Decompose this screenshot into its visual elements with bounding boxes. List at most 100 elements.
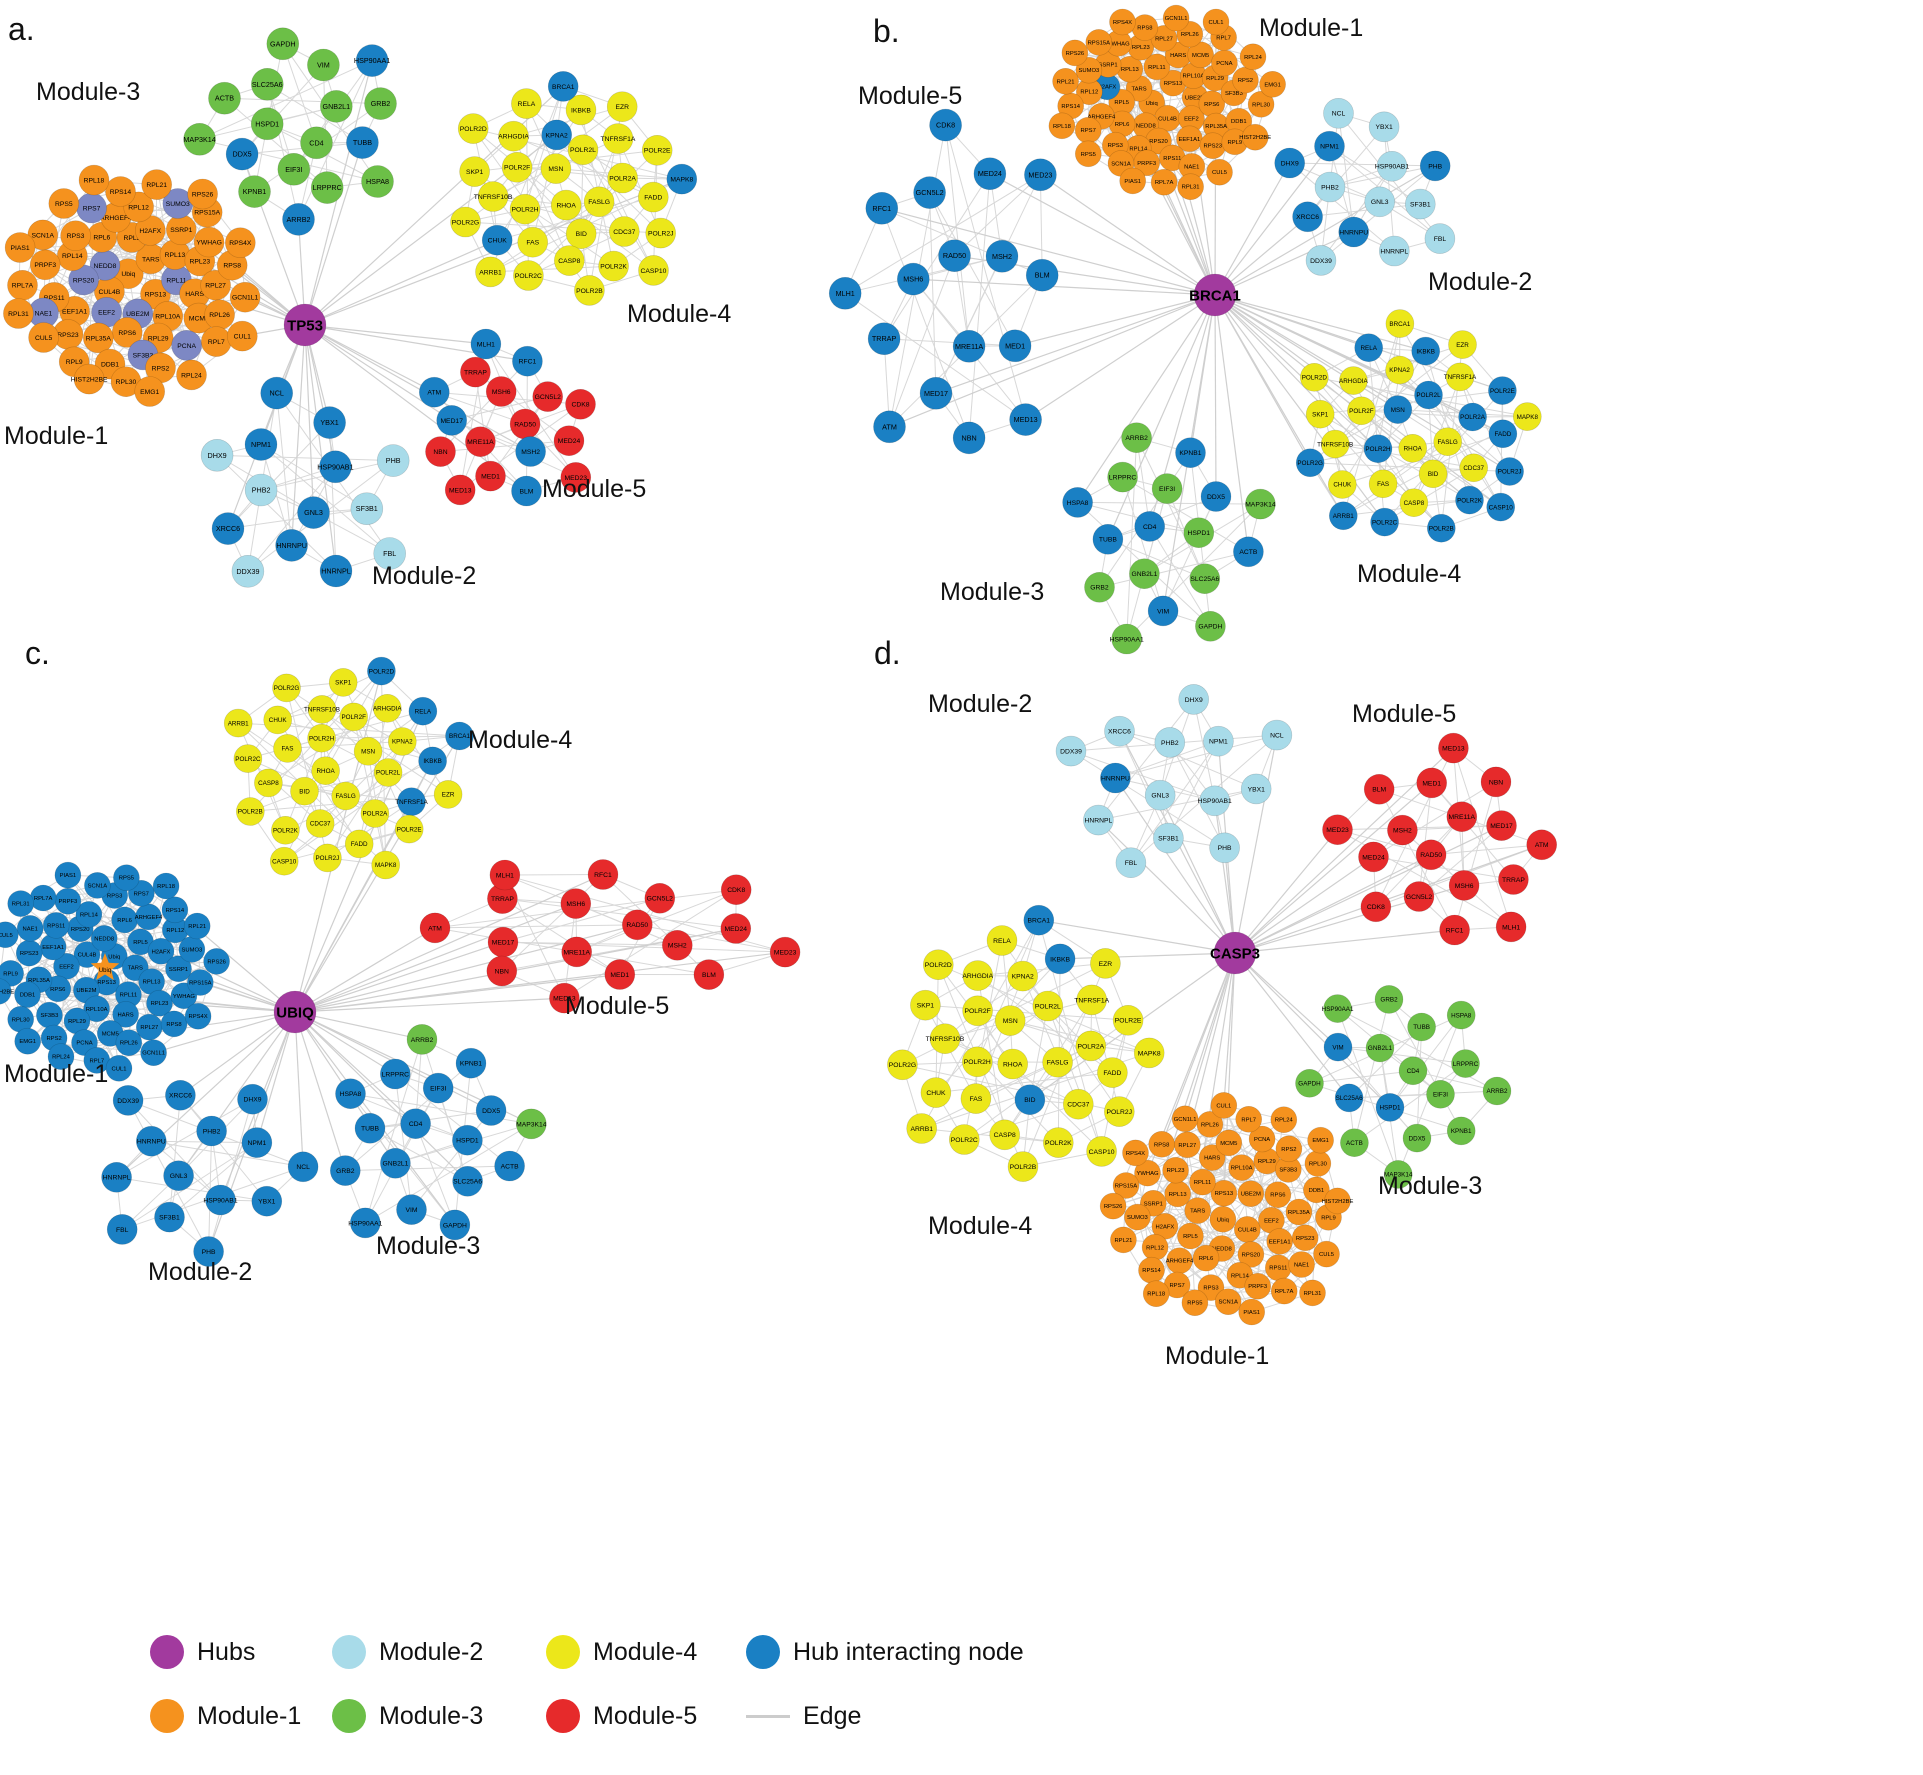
node-SF3B1[interactable]: SF3B1 [1153,822,1184,854]
node-ARRB2[interactable]: ARRB2 [1121,422,1152,454]
node-IKBKB[interactable]: IKBKB [1044,943,1076,975]
node-circle-CUL1[interactable] [227,320,258,352]
node-DHX9[interactable]: DHX9 [1178,684,1209,715]
node-circle-RFC1[interactable] [1439,914,1470,946]
node-CASP10[interactable]: CASP10 [1086,1136,1117,1167]
node-circle-RPL24[interactable] [1270,1106,1298,1133]
node-circle-ATM[interactable] [419,912,451,944]
node-PHB2[interactable]: PHB2 [1154,727,1186,758]
node-circle-BLM[interactable] [511,475,542,507]
node-circle-CHUK[interactable] [263,705,293,735]
node-RPL13[interactable]: RPL13 [1164,1180,1191,1208]
node-HSPA8[interactable]: HSPA8 [1446,1000,1476,1030]
node-RPS4X[interactable]: RPS4X [225,227,256,258]
node-MSH6[interactable]: MSH6 [560,888,592,919]
node-EMG1[interactable]: EMG1 [14,1027,42,1055]
node-circle-EZR[interactable] [606,91,638,122]
node-circle-MED1[interactable] [1416,767,1447,799]
node-circle-GAPDH[interactable] [266,27,300,61]
node-circle-MCM5[interactable] [1187,41,1214,69]
node-CDC37[interactable]: CDC37 [608,216,640,247]
node-BID[interactable]: BID [1014,1084,1046,1115]
node-HSPD1[interactable]: HSPD1 [452,1124,483,1156]
node-circle-RPS14[interactable] [1138,1256,1165,1284]
node-RPS3[interactable]: RPS3 [60,220,91,251]
node-circle-TNFRSF10B[interactable] [929,1023,961,1054]
node-SLC25A6[interactable]: SLC25A6 [1334,1083,1364,1113]
node-RPS6[interactable]: RPS6 [1264,1181,1292,1208]
node-GRB2[interactable]: GRB2 [1084,571,1115,603]
node-circle-GNB2L1[interactable] [1129,558,1160,590]
node-RELA[interactable]: RELA [408,696,438,726]
node-NAE1[interactable]: NAE1 [16,915,44,942]
node-circle-RPS4X[interactable] [1122,1139,1149,1167]
node-circle-POLR2A[interactable] [1075,1030,1107,1062]
node-MSN[interactable]: MSN [540,153,572,184]
node-circle-CUL4B[interactable] [1234,1216,1261,1243]
node-MSH6[interactable]: MSH6 [896,262,930,296]
node-MLH1[interactable]: MLH1 [470,328,502,360]
node-ARRB2[interactable]: ARRB2 [1482,1076,1512,1106]
node-MED24[interactable]: MED24 [553,425,585,457]
node-circle-POLR2D[interactable] [1300,362,1329,392]
node-CUL4B[interactable]: CUL4B [1234,1216,1261,1243]
node-circle-POLR2H[interactable] [509,193,541,225]
node-RPS8[interactable]: RPS8 [160,1010,188,1038]
hub-circle-UBIQ[interactable] [273,990,317,1034]
node-circle-ARRB2[interactable] [1121,422,1152,454]
node-circle-RPL18[interactable] [78,164,110,196]
node-BLM[interactable]: BLM [1025,258,1059,292]
node-circle-GRB2[interactable] [329,1155,361,1186]
node-circle-NEDD8[interactable] [90,925,118,952]
node-circle-RHOA[interactable] [1398,433,1427,463]
node-circle-GCN1L1[interactable] [1162,4,1190,32]
node-circle-VIM[interactable] [1323,1032,1353,1062]
node-KPNB1[interactable]: KPNB1 [1175,437,1206,469]
node-SCN1A[interactable]: SCN1A [1214,1288,1242,1315]
node-circle-MED24[interactable] [553,425,585,457]
node-circle-GCN5L2[interactable] [644,882,676,914]
node-circle-PCNA[interactable] [171,330,202,361]
node-PIAS1[interactable]: PIAS1 [1238,1298,1265,1326]
node-circle-MSH6[interactable] [1448,870,1480,901]
node-GNL3[interactable]: GNL3 [297,496,330,529]
node-circle-FBL[interactable] [1424,223,1456,254]
node-circle-RPS26[interactable] [187,178,218,210]
node-GRB2[interactable]: GRB2 [329,1155,361,1186]
node-circle-EZR[interactable] [1448,330,1477,359]
node-circle-BLM[interactable] [1025,258,1059,292]
node-IKBKB[interactable]: IKBKB [418,746,447,776]
node-circle-RPL23[interactable] [146,989,173,1017]
node-circle-SKP1[interactable] [910,989,941,1021]
node-circle-HSP90AA1[interactable] [1323,994,1352,1023]
node-FAS[interactable]: FAS [1368,469,1398,499]
node-ARRB1[interactable]: ARRB1 [475,256,506,288]
node-circle-RPS5[interactable] [1075,140,1102,168]
node-circle-CDK8[interactable] [1360,891,1392,923]
node-circle-HSPD1[interactable] [1375,1093,1405,1122]
node-SLC25A6[interactable]: SLC25A6 [250,68,284,101]
node-circle-POLR2J[interactable] [1495,457,1524,486]
node-POLR2L[interactable]: POLR2L [1032,990,1064,1022]
node-circle-POLR2G[interactable] [1295,448,1325,478]
node-EIF3I[interactable]: EIF3I [422,1072,454,1104]
node-circle-XRCC6[interactable] [1292,201,1323,233]
node-POLR2F[interactable]: POLR2F [501,152,533,183]
node-circle-SKP1[interactable] [328,668,358,697]
node-circle-GCN5L2[interactable] [532,381,564,412]
node-circle-MRE11A[interactable] [952,329,986,363]
node-circle-MED17[interactable] [487,926,519,958]
node-circle-RELA[interactable] [986,925,1018,956]
node-EIF3I[interactable]: EIF3I [277,153,311,186]
node-circle-RPL21[interactable] [183,912,211,940]
node-TUBB[interactable]: TUBB [1407,1012,1436,1042]
node-circle-TARS[interactable] [1184,1197,1211,1224]
node-GCN1L1[interactable]: GCN1L1 [1162,4,1190,32]
node-POLR2G[interactable]: POLR2G [272,673,301,703]
node-BLM[interactable]: BLM [693,959,725,990]
node-EIF3I[interactable]: EIF3I [1426,1080,1455,1109]
node-circle-CD4[interactable] [300,126,333,160]
node-circle-YBX1[interactable] [1368,111,1400,143]
node-circle-FASLG[interactable] [583,186,615,218]
node-KPNA2[interactable]: KPNA2 [541,119,573,151]
